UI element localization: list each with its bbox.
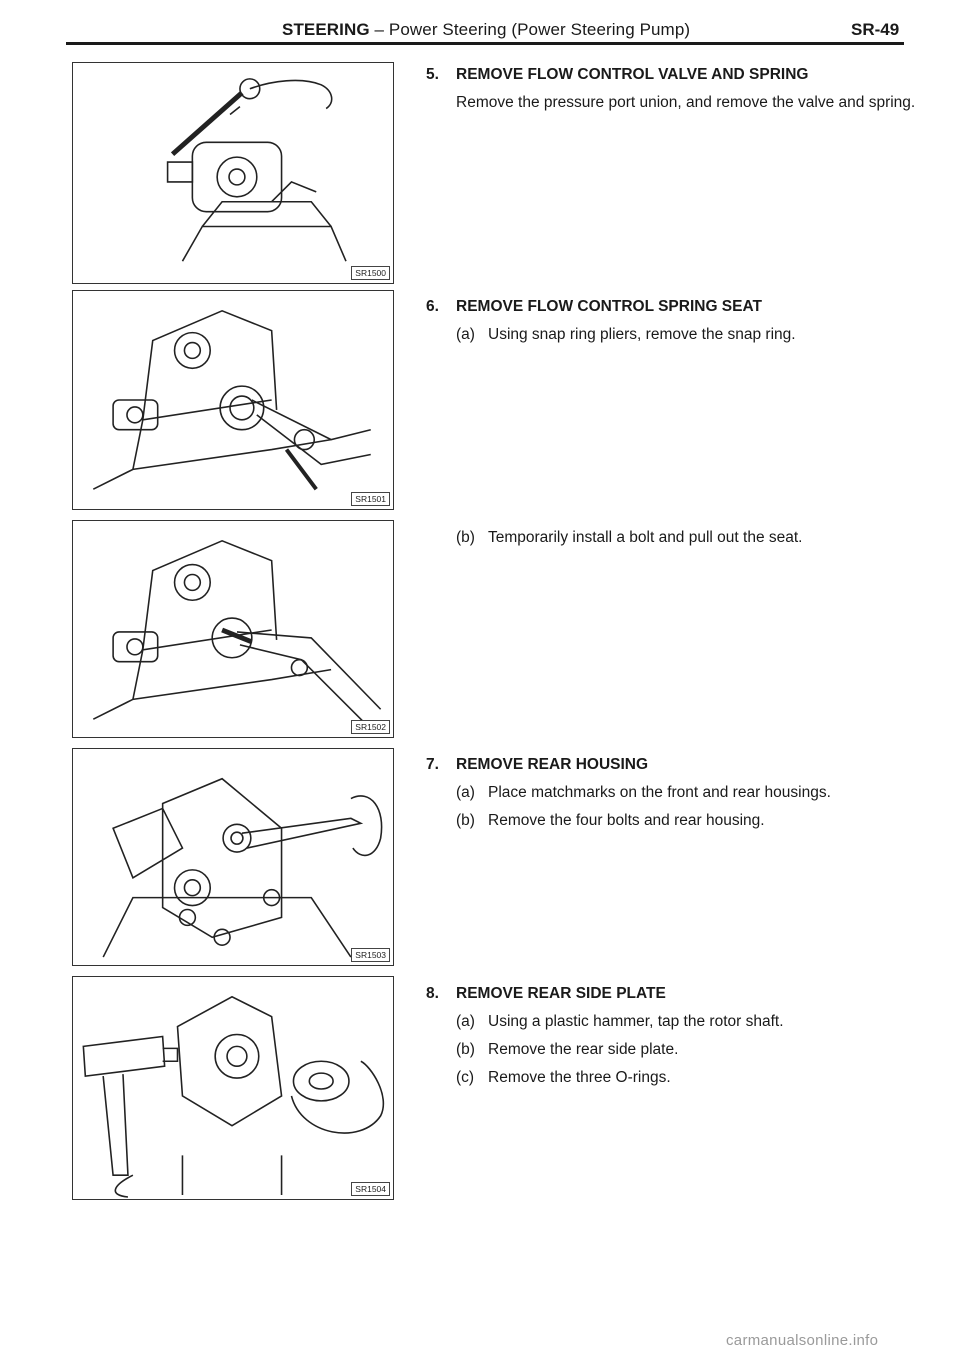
step-6-b: (b) Temporarily install a bolt and pull … (426, 527, 926, 549)
page-number: SR-49 (851, 20, 900, 39)
figure-code: SR1500 (351, 266, 390, 280)
step-number: 5. (426, 66, 439, 83)
step-title: REMOVE FLOW CONTROL VALVE AND SPRING (456, 66, 809, 83)
substep-label: (b) (456, 529, 475, 546)
substep-text: Using snap ring pliers, remove the snap … (488, 326, 796, 343)
seat-pull-illustration (92, 539, 382, 730)
step-8: 8. REMOVE REAR SIDE PLATE (a) Using a pla… (426, 983, 926, 1089)
substep-label: (c) (456, 1069, 475, 1086)
section-name: STEERING (282, 20, 370, 39)
substep-text: Using a plastic hammer, tap the rotor sh… (488, 1013, 784, 1030)
substep-c: (c) Remove the three O-rings. (456, 1067, 926, 1089)
substep-text: Remove the three O-rings. (488, 1069, 671, 1086)
section-subtitle: – Power Steering (Power Steering Pump) (369, 20, 691, 39)
substep-b: (b) Temporarily install a bolt and pull … (456, 527, 926, 549)
snap-ring-illustration (92, 309, 371, 491)
figure-pump-valve-removal: SR1500 (72, 62, 394, 284)
step-7: 7. REMOVE REAR HOUSING (a) Place matchmar… (426, 754, 926, 832)
substep-text: Remove the four bolts and rear housing. (488, 812, 765, 829)
step-title: REMOVE FLOW CONTROL SPRING SEAT (456, 298, 762, 315)
substep-b: (b) Remove the four bolts and rear housi… (456, 810, 926, 832)
substep-label: (b) (456, 812, 475, 829)
substep-a: (a) Using snap ring pliers, remove the s… (456, 324, 926, 346)
substep-label: (a) (456, 326, 475, 343)
figure-bolt-pull-seat: SR1502 (72, 520, 394, 738)
step-number: 7. (426, 756, 439, 773)
substep-label: (a) (456, 784, 475, 801)
figure-rear-housing-bolts: SR1503 (72, 748, 394, 966)
side-plate-illustration (82, 995, 385, 1198)
figure-code: SR1501 (351, 492, 390, 506)
step-5: 5. REMOVE FLOW CONTROL VALVE AND SPRING R… (426, 64, 926, 114)
substep-text: Place matchmarks on the front and rear h… (488, 784, 831, 801)
substep-a: (a) Place matchmarks on the front and re… (456, 782, 926, 804)
watermark[interactable]: carmanualsonline.info (726, 1332, 879, 1349)
step-6: 6. REMOVE FLOW CONTROL SPRING SEAT (a) Us… (426, 296, 926, 346)
pump-illustration (166, 78, 347, 262)
figure-code: SR1502 (351, 720, 390, 734)
step-title: REMOVE REAR SIDE PLATE (456, 985, 666, 1002)
header-title: STEERING – Power Steering (Power Steerin… (282, 20, 690, 40)
substep-text: Remove the rear side plate. (488, 1041, 679, 1058)
substep-label: (a) (456, 1013, 475, 1030)
figure-snap-ring-pliers: SR1501 (72, 290, 394, 510)
step-heading: 7. REMOVE REAR HOUSING (426, 754, 926, 776)
step-number: 6. (426, 298, 439, 315)
substep-label: (b) (456, 1041, 475, 1058)
figure-code: SR1504 (351, 1182, 390, 1196)
header-rule (66, 42, 904, 45)
substep-a: (a) Using a plastic hammer, tap the roto… (456, 1011, 926, 1033)
step-heading: 5. REMOVE FLOW CONTROL VALVE AND SPRING (426, 64, 926, 86)
page-header: STEERING – Power Steering (Power Steerin… (0, 0, 960, 46)
step-heading: 6. REMOVE FLOW CONTROL SPRING SEAT (426, 296, 926, 318)
step-number: 8. (426, 985, 439, 1002)
step-text: Remove the pressure port union, and remo… (456, 94, 916, 111)
step-title: REMOVE REAR HOUSING (456, 756, 649, 773)
substep-b: (b) Remove the rear side plate. (456, 1039, 926, 1061)
substep-text: Temporarily install a bolt and pull out … (488, 529, 803, 546)
figure-rear-side-plate: SR1504 (72, 976, 394, 1200)
rear-housing-illustration (102, 777, 383, 958)
step-heading: 8. REMOVE REAR SIDE PLATE (426, 983, 926, 1005)
figure-code: SR1503 (351, 948, 390, 962)
